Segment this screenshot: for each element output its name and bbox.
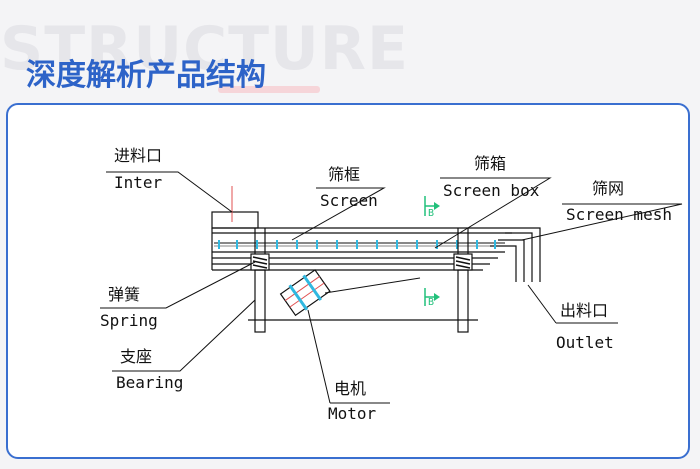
section-marker-bottom: B: [424, 288, 440, 308]
marker-b-bottom: B: [428, 297, 434, 308]
diagram-card: [6, 103, 690, 459]
label-spring-en: Spring: [100, 311, 158, 330]
label-motor-en: Motor: [328, 404, 377, 423]
label-outlet-cn: 出料口: [560, 301, 608, 320]
marker-b-top: B: [428, 208, 434, 219]
spring-left: [250, 253, 270, 271]
mesh-dots: [218, 240, 496, 249]
motor-bracket: [324, 277, 421, 294]
page-title: 深度解析产品结构: [26, 58, 266, 93]
label-motor-cn: 电机: [334, 379, 366, 398]
label-bearing-en: Bearing: [116, 373, 183, 392]
inlet-hopper: [211, 211, 259, 229]
label-mesh-en: Screen mesh: [566, 205, 672, 224]
frame-posts: [254, 228, 469, 254]
label-inlet-en: Inter: [114, 173, 163, 192]
label-box-cn: 筛箱: [474, 154, 506, 173]
label-mesh-cn: 筛网: [592, 179, 624, 198]
section-marker-top: B: [424, 196, 440, 219]
label-box-en: Screen box: [443, 181, 540, 200]
motor: [279, 269, 331, 317]
label-spring-cn: 弹簧: [108, 285, 140, 304]
watermark-text: STRUCTURE: [0, 14, 409, 84]
bearing-supports: [248, 269, 478, 333]
label-frame-en: Screen: [320, 191, 378, 210]
screen-mesh: [214, 240, 505, 249]
spring-right: [453, 253, 473, 271]
title-highlight: [218, 86, 320, 93]
label-inlet-cn: 进料口: [114, 146, 162, 165]
label-bearing-cn: 支座: [120, 347, 152, 366]
label-frame-cn: 筛框: [328, 165, 360, 184]
diagram-labels: 进料口 Inter 筛框 Screen 筛箱 Screen box 筛网 Scr…: [100, 146, 672, 423]
label-outlet-en: Outlet: [556, 333, 614, 352]
leader-lines: [100, 171, 683, 404]
